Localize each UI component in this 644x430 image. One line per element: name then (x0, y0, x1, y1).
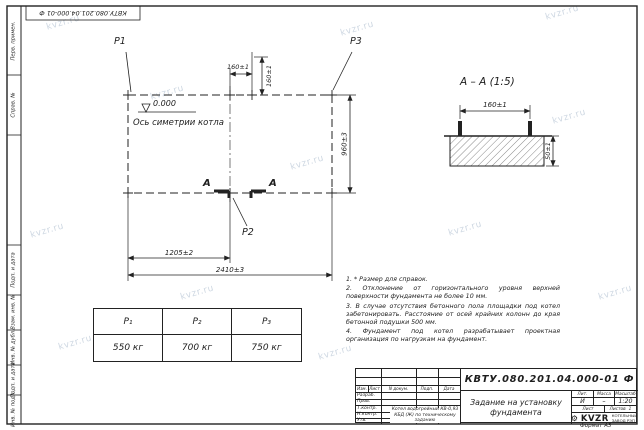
note-4: 4. Фундамент под котел разрабатывает про… (346, 328, 560, 344)
section-cut-marks (214, 189, 266, 198)
dim-160-vertical: 160±1 (264, 65, 273, 87)
section-letter-left: А (203, 178, 211, 189)
tb-col-list: Лист (369, 386, 380, 391)
loads-header-p2: P₂ (163, 309, 232, 335)
tb-col-izm: Изм. (357, 386, 367, 391)
tb-brand: KVZR (580, 413, 609, 424)
tb-doc-number: КВТУ.080.201.04.000-01 Ф (461, 369, 638, 391)
anchor-bolt-right (528, 121, 532, 136)
dim-960: 960±3 (340, 132, 349, 156)
note-2: 2. Отклонение от горизонтального уровня … (346, 285, 560, 301)
tb-col-podp: Подп. (420, 386, 434, 391)
loads-header-p1: P₁ (94, 309, 163, 335)
tb-sheets-label: Листов (609, 406, 626, 412)
anchor-bolt-left (458, 121, 462, 136)
leader-lines (125, 51, 353, 227)
product-description: Котел водогрейный КВ-0,93 КБД (Ж) по тех… (390, 407, 460, 423)
note-1: 1. * Размер для справок. (346, 276, 428, 283)
tb-title: Задание на установку фундамента (461, 391, 572, 424)
load-point-p3-label: P3 (350, 36, 362, 47)
title-block: Изм. Лист N докум. Подп. Дата Разраб. Пр… (355, 368, 638, 424)
tb-col-dokum: N докум. (388, 386, 409, 391)
loads-value-p2: 700 кг (163, 335, 232, 361)
tb-brand-caption: КОТЕЛЬНЫЙ ЗАВОД РЭП (611, 413, 638, 423)
boiler-symmetry-axis-label: Ось симетрии котла (133, 118, 224, 128)
tb-role-prov: Пров. (357, 399, 371, 404)
load-point-p1-label: P1 (114, 36, 126, 47)
tb-sheet-label: Лист (572, 406, 605, 413)
loads-table: P₁ P₂ P₃ 550 кг 700 кг 750 кг (93, 308, 302, 362)
elevation-mark (138, 103, 196, 113)
tb-sheets-value: 1 (628, 406, 632, 412)
tb-role-nkontr: Н.контр. (357, 412, 378, 417)
dim-2410: 2410±3 (215, 266, 245, 274)
extension-lines (127, 52, 356, 281)
notes-block: 1. * Размер для справок. 2. Отклонение о… (346, 276, 560, 345)
tb-col-data: Дата (443, 386, 455, 391)
concrete-pad (449, 135, 545, 167)
frame-stamp-inv-podl: Инв. № подл. (10, 391, 17, 427)
tb-mass-value: – (594, 398, 615, 406)
tb-role-utv: Утв. (357, 418, 367, 423)
tb-role-razrab: Разраб. (357, 392, 376, 398)
loads-value-p3: 750 кг (251, 343, 282, 353)
tb-scale-value: 1:20 (615, 398, 636, 406)
frame-stamp-inv-dubl: Инв. № дубл. (10, 329, 17, 365)
section-dim-width: 160±1 (483, 101, 507, 109)
section-view (444, 105, 559, 167)
frame-stamp-sprav-n: Справ. № (10, 92, 17, 118)
tb-scale-label: Масштаб (615, 391, 636, 398)
section-dimension-lines (459, 108, 556, 167)
doc-number-flipped: КВТУ.080.201.04.000-01 Ф (39, 9, 127, 18)
load-point-p2-label: P2 (242, 227, 254, 238)
tb-lit-value: И (572, 398, 594, 406)
section-view-title: А – А (1:5) (460, 76, 515, 88)
dimension-lines (127, 56, 353, 278)
sheet-frame (6, 5, 638, 425)
elevation-value: 0.000 (153, 99, 176, 108)
tb-role-tkontr: Т.контр. (357, 405, 377, 411)
frame-stamp-podp-data-1: Подп. и дата (10, 252, 17, 288)
frame-stamp-perv-primen: Перв. примен. (10, 21, 17, 61)
loads-value-p1: 550 кг (94, 335, 163, 361)
foundation-plan (123, 51, 356, 281)
dim-1205: 1205±2 (164, 249, 194, 257)
tb-mass-label: Масса (594, 391, 615, 398)
section-letter-right: А (269, 178, 277, 189)
loads-header-p3: P₃ (232, 309, 301, 335)
kvzr-logo-icon: ⚙ (570, 414, 578, 423)
frame-stamp-vzam-inv: Взам. инв. № (10, 294, 17, 330)
section-dim-height: 50±1 (543, 142, 552, 160)
note-3: 3. В случае отсутствия бетонного пола пл… (346, 302, 560, 326)
dim-160-horizontal: 160±1 (227, 63, 249, 71)
tb-lit-label: Лит. (572, 391, 594, 398)
format-label: Формат А3 (580, 423, 612, 429)
